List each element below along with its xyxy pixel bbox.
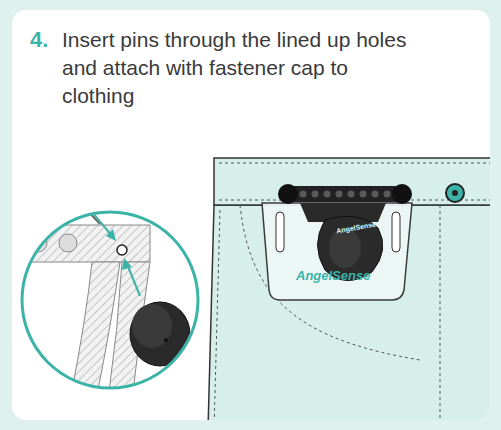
bar-hole [360,191,367,198]
pants [208,158,490,420]
bar-hole [312,191,319,198]
bar-hole [372,191,379,198]
bar-hole [300,191,307,198]
bar-hole [384,191,391,198]
bar-hole [336,191,343,198]
zoom-ring [22,212,198,388]
step-number: 4. [30,26,48,54]
holder-logo: AngelSense [296,268,370,283]
bar-hole [348,191,355,198]
step-title: Insert pins through the lined up holes a… [62,26,412,110]
bar-hole [324,191,331,198]
